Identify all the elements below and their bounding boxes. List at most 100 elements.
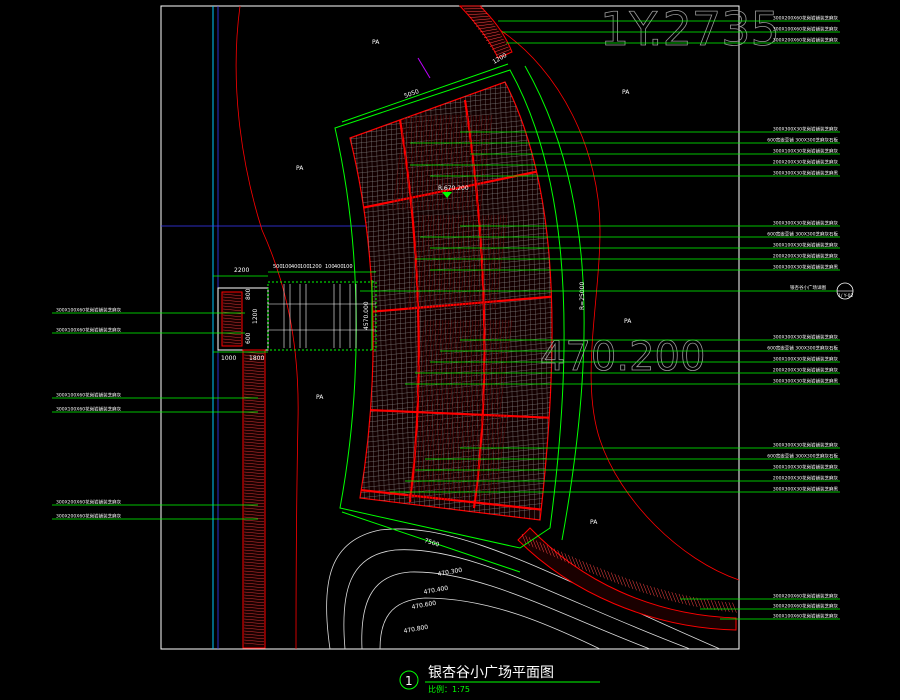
- paving-panel-hatch: [458, 114, 472, 211]
- paving-panel-hatch: [401, 114, 415, 211]
- callout-label: 300X200X60花岗岩铺装芝麻灰: [56, 513, 122, 520]
- paving-panel-hatch: [467, 414, 481, 501]
- path-hatch-line: [243, 570, 265, 573]
- paving-panel-hatch: [433, 319, 447, 411]
- paving-panel-hatch: [499, 319, 513, 411]
- path-hatch-line: [243, 522, 265, 525]
- callout-label: 300X300X30花岗岩铺装芝麻黑: [773, 378, 839, 385]
- paving-panel-hatch: [428, 414, 442, 501]
- paving-panel-hatch: [446, 414, 460, 501]
- path-hatch-line: [243, 546, 265, 549]
- paving-grid-line: [350, 224, 553, 251]
- paving-panel-hatch: [491, 414, 505, 501]
- paving-panel-hatch: [467, 214, 481, 311]
- paving-panel-hatch: [419, 214, 433, 311]
- paving-panel-hatch: [416, 414, 430, 501]
- paving-panel-hatch: [445, 319, 459, 411]
- paving-panel-hatch: [425, 214, 439, 311]
- zone-label-pa-4: PA: [624, 318, 632, 325]
- paving-panel-hatch: [451, 319, 465, 411]
- spot-elevation-marker: [442, 192, 452, 198]
- paving-panel-hatch: [437, 114, 451, 211]
- paving-grid-line: [350, 464, 553, 491]
- path-hatch-line: [243, 540, 265, 543]
- drawing-frame: [160, 5, 740, 650]
- paving-grid-line: [350, 474, 553, 501]
- path-hatch-line: [632, 580, 637, 591]
- paving-grid-line: [350, 82, 553, 91]
- paving-grid-line: [350, 429, 553, 456]
- path-hatch-line: [243, 489, 265, 492]
- dim-chain-value: 400: [334, 264, 344, 270]
- callout-label: 300X200X60花岗岩铺装芝麻灰: [773, 603, 839, 610]
- contour-label-b: 470.400: [423, 585, 449, 596]
- paving-grid-line: [489, 82, 501, 520]
- paving-grid-line: [350, 179, 553, 206]
- dim-path-side-a: 800: [245, 288, 252, 300]
- paving-grid-line: [350, 304, 553, 331]
- paving-panel-hatch: [434, 414, 448, 501]
- paving-panel-hatch: [398, 114, 412, 211]
- paving-grid-line: [350, 324, 553, 351]
- top-path-strip: [458, 5, 513, 59]
- callout-label: 300X200X60花岗岩铺装芝麻灰: [773, 15, 839, 22]
- path-hatch-line: [243, 579, 265, 582]
- callout-label: 600宽嵌草铺 300X300芝麻灰石板: [767, 345, 838, 352]
- paving-grid-line: [350, 314, 553, 341]
- zone-label-pa-3: PA: [296, 165, 304, 172]
- path-hatch-line: [243, 378, 265, 381]
- paving-panel-hatch: [475, 319, 489, 411]
- paving-panel-hatch: [470, 214, 484, 311]
- path-hatch-line: [243, 405, 265, 408]
- paving-panel-hatch: [430, 319, 444, 411]
- paving-grid-line: [434, 82, 446, 520]
- path-hatch-line: [222, 299, 242, 302]
- paving-grid-line: [350, 394, 553, 421]
- paving-panel-hatch: [484, 319, 498, 411]
- callout-label: 300X300X30花岗岩铺装芝麻黑: [773, 170, 839, 177]
- paving-panel-hatch: [467, 114, 481, 211]
- path-hatch-line: [493, 46, 509, 53]
- path-hatch-line: [243, 639, 265, 642]
- path-hatch-line: [243, 366, 265, 369]
- paving-grid-line: [350, 449, 553, 476]
- paving-grid-line: [444, 82, 456, 520]
- paving-panel-hatch: [461, 214, 475, 311]
- paving-panel-hatch: [485, 214, 499, 311]
- paving-panel-hatch: [418, 319, 432, 411]
- path-hatch-line: [692, 596, 698, 608]
- paving-grid-line: [479, 82, 491, 520]
- paving-panel-hatch: [479, 214, 493, 311]
- path-hatch-line: [243, 438, 265, 441]
- path-hatch-line: [243, 408, 265, 411]
- path-hatch-line: [603, 569, 609, 580]
- path-hatch-line: [668, 591, 673, 602]
- path-hatch-line: [479, 28, 498, 33]
- callout-label: 300X300X30花岗岩铺装芝麻灰: [773, 220, 839, 227]
- path-hatch-line: [491, 44, 508, 50]
- path-hatch-line: [610, 572, 616, 583]
- dim-arc-right: [524, 65, 585, 541]
- path-hatch-line: [243, 426, 265, 429]
- paving-panel-hatch: [473, 214, 487, 311]
- paving-grid-line: [404, 82, 416, 520]
- path-hatch-line: [243, 594, 265, 597]
- paving-panel-hatch: [395, 114, 409, 211]
- callout-label: 300X300X30花岗岩铺装芝麻黑: [773, 264, 839, 271]
- path-hatch-line: [243, 492, 265, 495]
- callouts-left: 300X100X60花岗岩铺装芝麻灰300X100X60花岗岩铺装芝麻灰300X…: [52, 307, 258, 520]
- path-hatch-line: [685, 595, 691, 606]
- paving-panel-hatch: [454, 319, 468, 411]
- path-hatch-line: [650, 586, 655, 597]
- path-hatch-line: [483, 33, 501, 39]
- top-path-hatch: [462, 5, 511, 56]
- path-hatch-line: [243, 507, 265, 510]
- paving-grid-line: [350, 369, 553, 396]
- paving-panel-hatch: [466, 319, 480, 411]
- path-hatch-line: [536, 540, 541, 551]
- path-hatch-line: [675, 592, 680, 604]
- paving-panel-hatch: [457, 319, 471, 411]
- paving-grid-line: [350, 419, 553, 446]
- path-hatch-line: [243, 417, 265, 420]
- paving-grid-line: [409, 82, 421, 520]
